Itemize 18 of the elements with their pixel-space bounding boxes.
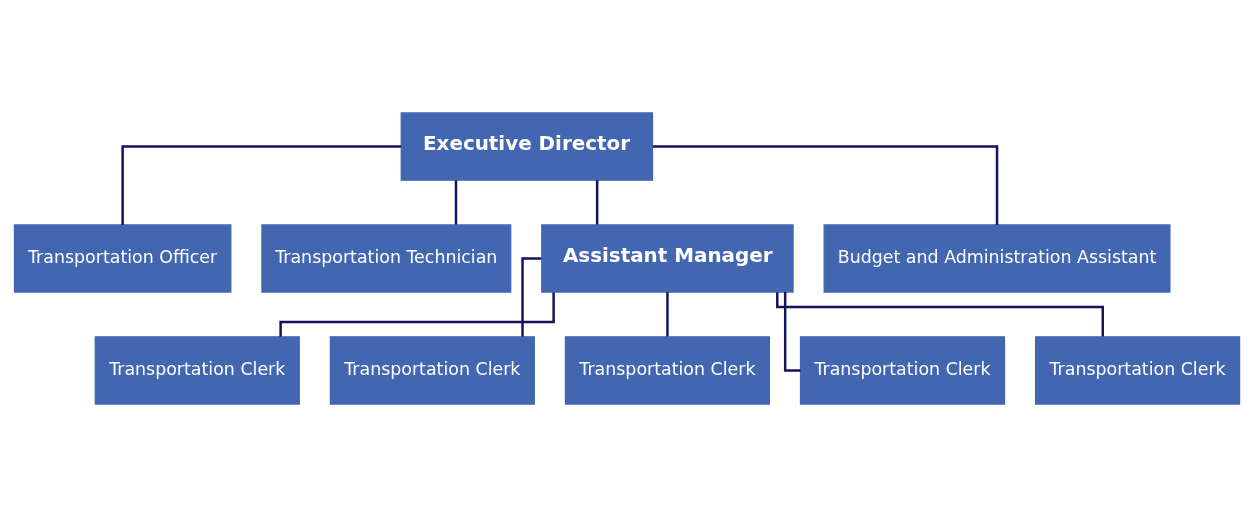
connector — [783, 291, 801, 372]
node-box: Transportation Officer — [13, 223, 232, 293]
connector — [595, 179, 599, 225]
node-box: Transportation Clerk — [329, 335, 535, 405]
connector — [121, 144, 402, 225]
connector — [652, 144, 999, 225]
node-box: Transportation Technician — [261, 223, 512, 293]
node-box: Transportation Clerk — [1034, 335, 1241, 405]
connector — [454, 179, 458, 225]
node-box: Budget and Administration Assistant — [823, 223, 1171, 293]
node-box: Transportation Clerk — [799, 335, 1006, 405]
node-box: Assistant Manager — [541, 223, 794, 293]
node-box: Transportation Clerk — [564, 335, 771, 405]
node-box: Executive Director — [400, 111, 654, 181]
connector — [279, 291, 555, 337]
connector — [776, 291, 1104, 336]
node-box: Transportation Clerk — [94, 335, 300, 405]
connector — [666, 291, 669, 336]
